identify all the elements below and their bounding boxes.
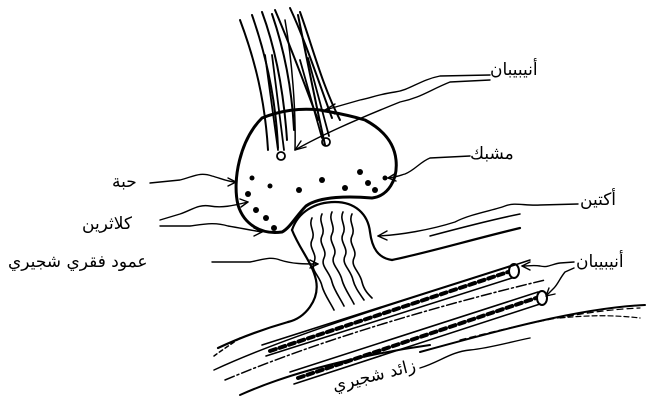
label-dendritic-spine: عمود فقري شجيري (8, 254, 148, 271)
label-granule: حبة (112, 174, 137, 191)
dendritic-spine (288, 202, 392, 322)
presynaptic-bouton (236, 109, 396, 232)
actin-filaments (311, 212, 372, 310)
axon-fibers (240, 8, 340, 150)
label-microtubules-top: أنيبيبان (490, 62, 538, 79)
label-synapse: مشبك (470, 146, 514, 163)
label-clathrin: كلاثرين (82, 216, 132, 233)
label-actin: أكتين (580, 192, 616, 209)
label-microtubules-right: أنيبيبان (576, 254, 624, 271)
